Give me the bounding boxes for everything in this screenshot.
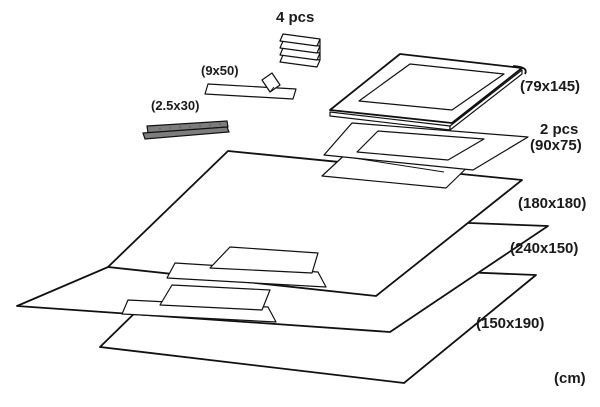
tape-9x50 xyxy=(204,72,297,100)
label-two-pcs: 2 pcs xyxy=(540,121,579,138)
fenestration-180x180 xyxy=(209,246,319,274)
label-four-pcs: 4 pcs xyxy=(276,9,315,26)
sheet-79x145 xyxy=(329,53,527,131)
sheets-90x75 xyxy=(321,122,529,189)
label-tape-2-5x30: (2.5x30) xyxy=(151,98,200,113)
sheet-180x180 xyxy=(107,150,523,297)
four-pcs-stack xyxy=(279,33,321,68)
label-sheet-150x190: (150x190) xyxy=(476,315,545,332)
label-tape-9x50: (9x50) xyxy=(201,63,239,78)
label-sheet-180x180: (180x180) xyxy=(518,195,587,212)
label-sheet-90x75: (90x75) xyxy=(530,137,582,154)
tape-2-5x30 xyxy=(142,120,230,140)
label-sheet-79x145: (79x145) xyxy=(520,78,581,95)
label-sheet-240x150: (240x150) xyxy=(510,240,579,257)
fenestration-240x150 xyxy=(159,284,271,311)
label-unit-cm: (cm) xyxy=(554,370,586,387)
